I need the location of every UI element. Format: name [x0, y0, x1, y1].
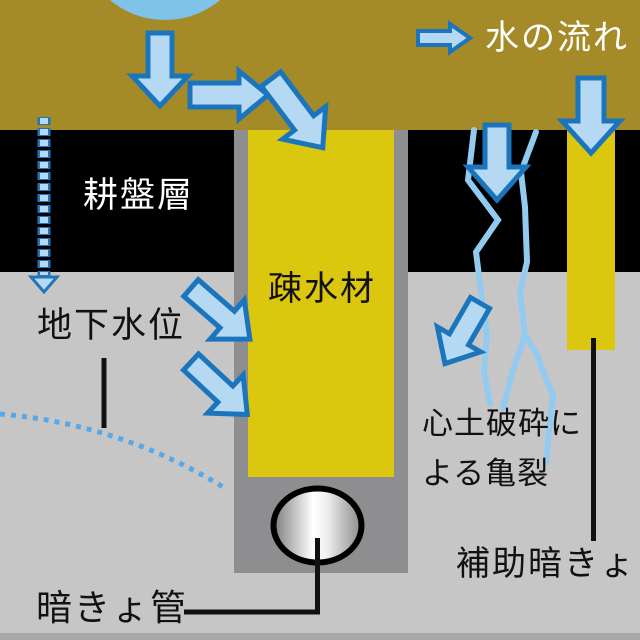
- legend-right-arrow-icon: [416, 20, 474, 56]
- auxiliary-drain-column: [567, 130, 615, 350]
- crack-line-right: [516, 129, 557, 466]
- water-flow-arrow-trench-upper-icon: [180, 276, 253, 342]
- water-flow-arrows: [126, 20, 626, 418]
- percolation-dashed-arrow-icon: [27, 117, 61, 295]
- water-flow-arrow-down-icon: [126, 30, 194, 110]
- drain-pipe-callout-line: [184, 538, 320, 615]
- crack-line-branch: [500, 332, 528, 411]
- legend-label: 水の流れ: [485, 19, 629, 57]
- auxiliary-drain-label: 補助暗きょ: [456, 545, 636, 583]
- water-flow-arrow-trench-lower-icon: [179, 350, 251, 418]
- water-source-icon: [109, 0, 221, 20]
- water-flow-arrow-downleft-icon: [433, 294, 493, 367]
- water-flow-arrow-cracks-icon: [462, 122, 532, 204]
- crack-line-left: [464, 127, 502, 407]
- hardpan-layer-label: 耕盤層: [83, 176, 195, 215]
- crack-label-line1: 心土破砕に: [422, 406, 582, 441]
- crack-label-line2: よる亀裂: [422, 456, 550, 491]
- water-flow-arrow-right-icon: [187, 65, 272, 125]
- water-table-label: 地下水位: [37, 306, 186, 345]
- drain-pipe-label: 暗きょ管: [36, 587, 189, 628]
- crack-lines: [464, 127, 557, 466]
- drain-fill-label: 疎水材: [268, 270, 376, 308]
- dashed-arrow-head: [27, 275, 61, 295]
- bottom-edge-strip: [0, 633, 640, 640]
- crack-label: 心土破砕に よる亀裂: [422, 399, 582, 499]
- water-flow-arrow-auxiliary-icon: [556, 75, 626, 157]
- water-flow-arrow-downright-icon: [257, 68, 329, 151]
- drain-fill-column: [248, 130, 394, 477]
